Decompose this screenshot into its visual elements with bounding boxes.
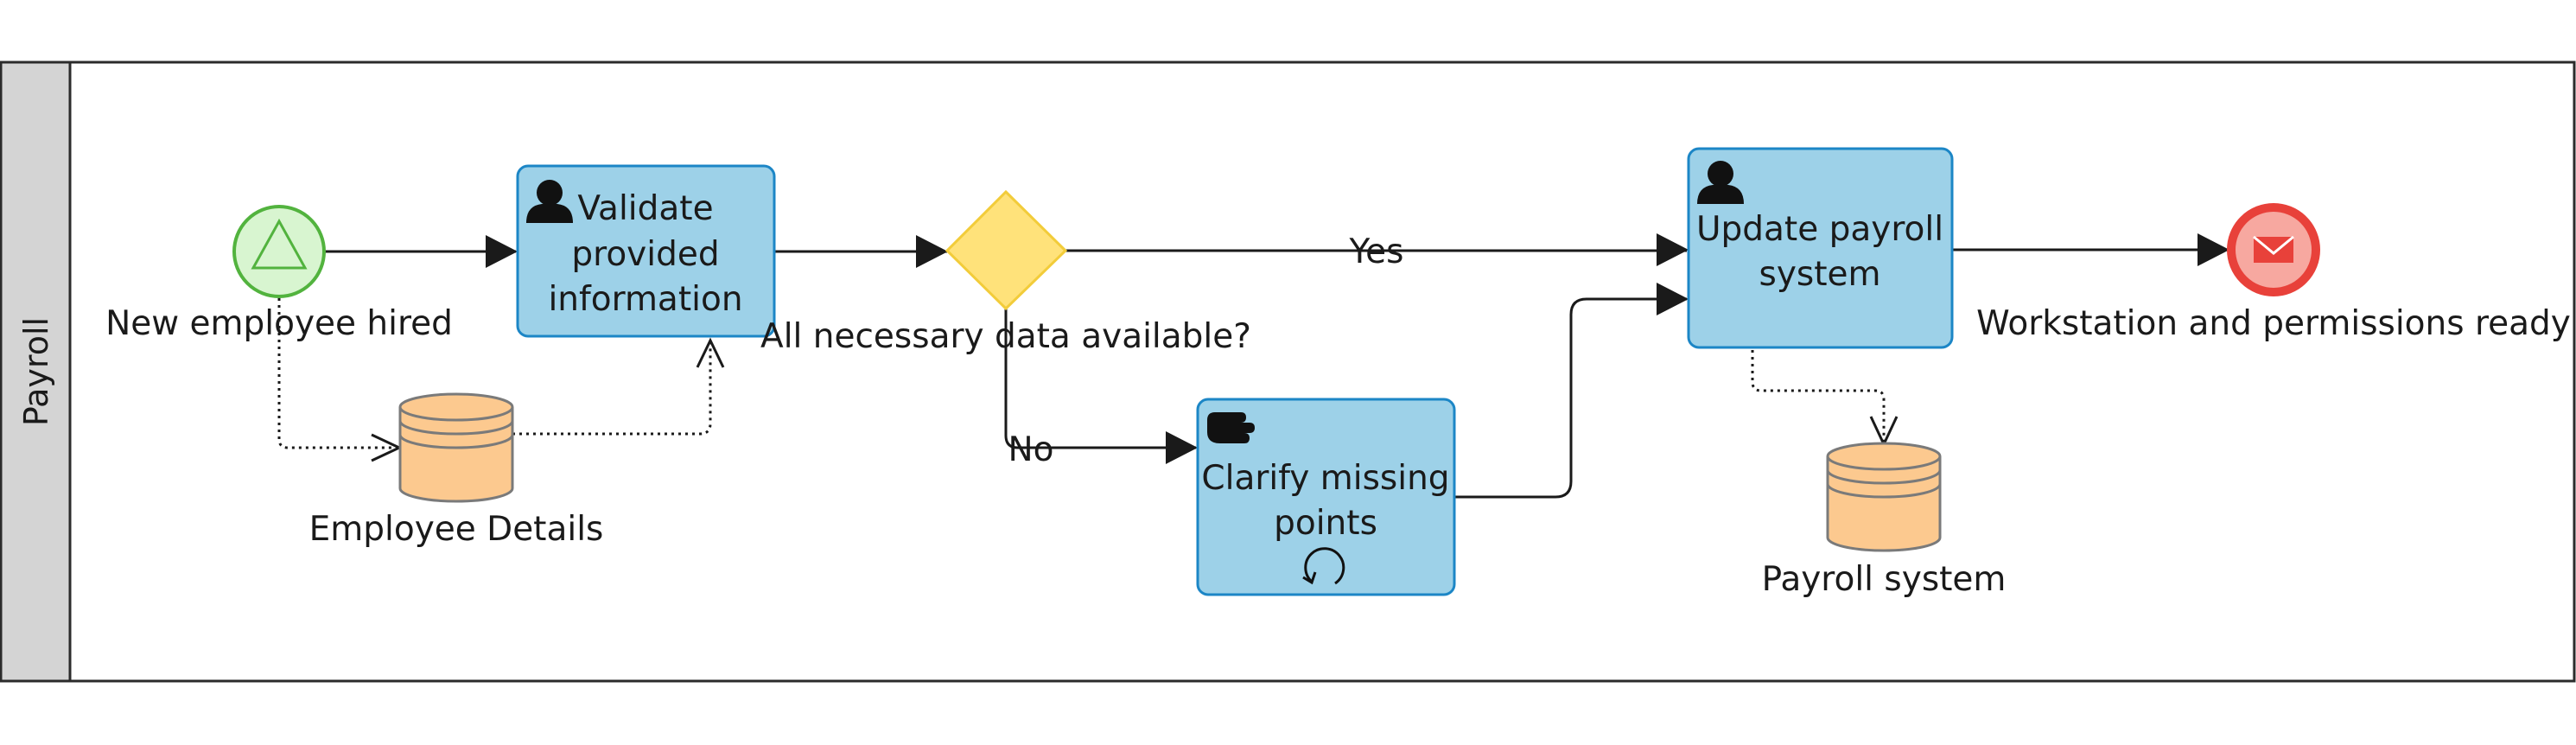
flow-yes-label: Yes (1349, 232, 1404, 271)
envelope-icon (2253, 235, 2294, 263)
arrowhead-icon (916, 235, 948, 268)
loop-marker-icon (1302, 547, 1345, 585)
data-store-employee-details[interactable] (398, 392, 514, 503)
data-store-payroll-system-label: Payroll system (1762, 560, 2007, 599)
flow-clarify-to-update[interactable] (1454, 297, 1687, 499)
task-clarify-line-1: Clarify missing (1201, 459, 1449, 498)
arrowhead-icon (486, 235, 518, 268)
arrowhead-icon (1657, 283, 1689, 315)
data-store-payroll-system[interactable] (1826, 442, 1942, 552)
association-update-to-payroll-system[interactable] (1751, 350, 1886, 443)
start-event-label: New employee hired (105, 304, 453, 343)
user-icon (1697, 161, 1744, 204)
task-update[interactable]: Update payroll system (1687, 147, 1954, 349)
task-validate-line-3: information (548, 280, 742, 319)
flow-no[interactable] (1004, 309, 1196, 449)
pool-label: Payroll (17, 317, 55, 426)
task-clarify-line-2: points (1274, 504, 1377, 543)
exclusive-gateway[interactable] (945, 189, 1068, 311)
task-validate-line-2: provided (571, 235, 719, 274)
end-event[interactable] (2227, 203, 2320, 296)
signal-triangle-icon (251, 218, 308, 270)
user-icon (526, 180, 573, 223)
gateway-label: All necessary data available? (760, 317, 1251, 356)
data-associations (277, 298, 1886, 449)
task-clarify[interactable]: Clarify missing points (1196, 398, 1456, 596)
sequence-flows (325, 233, 2229, 499)
end-event-label: Workstation and permissions ready (1976, 304, 2571, 343)
task-validate[interactable]: Validate provided information (516, 164, 776, 338)
pool-header (0, 60, 72, 683)
task-update-line-1: Update payroll (1696, 210, 1943, 249)
start-event[interactable] (232, 205, 326, 298)
arrowhead-icon (1657, 233, 1689, 266)
open-arrow-icon (696, 337, 725, 368)
arrowhead-icon (2198, 233, 2229, 266)
association-employee-details-to-validate[interactable] (512, 342, 712, 436)
task-validate-line-1: Validate (577, 189, 713, 228)
data-store-employee-details-label: Employee Details (309, 510, 604, 549)
flow-no-label: No (1008, 430, 1053, 469)
arrowhead-icon (1166, 431, 1198, 464)
task-update-line-2: system (1759, 255, 1881, 294)
hand-icon (1207, 412, 1255, 443)
